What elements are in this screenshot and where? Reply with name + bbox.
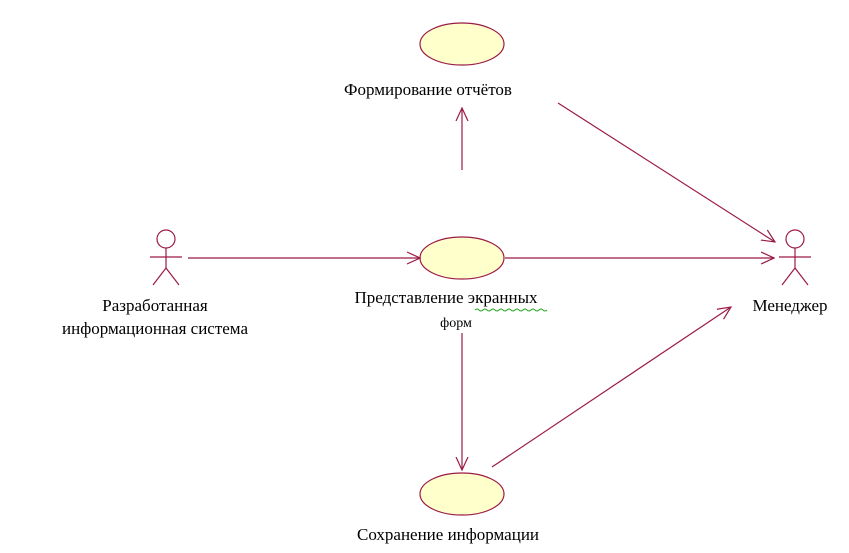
arrow-reports-to-manager xyxy=(557,102,775,242)
arrow-save-to-manager xyxy=(491,307,731,468)
usecase-reports-label: Формирование отчётов xyxy=(344,80,512,99)
usecase-forms-label-line2: форм xyxy=(440,316,472,331)
usecase-forms-ellipse[interactable] xyxy=(419,236,505,280)
usecase-save-ellipse[interactable] xyxy=(419,472,505,516)
actor-manager-figure[interactable] xyxy=(779,229,811,286)
spellcheck-underline xyxy=(474,308,548,312)
usecase-save-label: Сохранение информации xyxy=(357,525,539,544)
actor-system-figure[interactable] xyxy=(150,229,182,286)
usecase-reports-ellipse[interactable] xyxy=(419,22,505,66)
actor-system-label-line1: Разработанная xyxy=(102,296,208,315)
actor-manager-label: Менеджер xyxy=(752,296,827,315)
actor-system-label-line2: информационная система xyxy=(62,319,248,338)
usecase-forms-label-line1: Представление экранных xyxy=(354,288,538,307)
